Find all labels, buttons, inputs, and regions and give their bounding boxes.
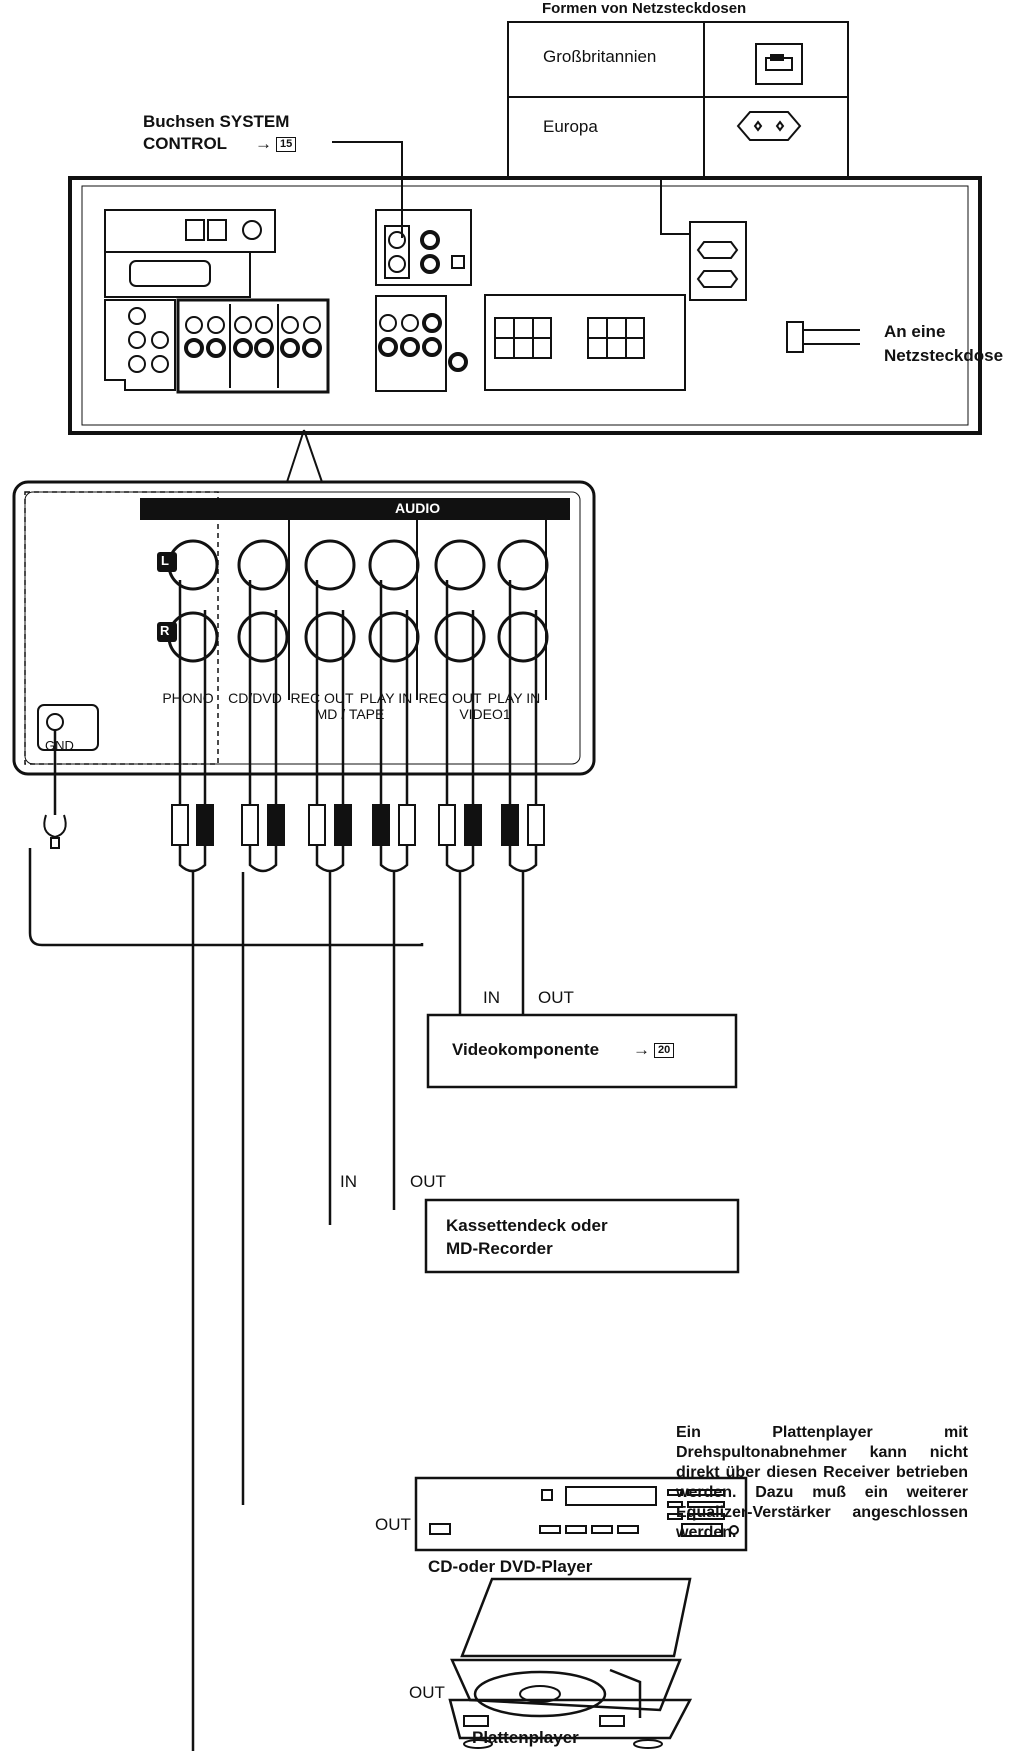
- gnd-label: GND: [45, 738, 74, 753]
- turntable-icon: [448, 1577, 693, 1749]
- jack-label-phono: PHONO: [162, 690, 214, 706]
- uk-plug-icon: [755, 43, 803, 85]
- jack-label-rec-out-1: REC OUT: [290, 690, 354, 706]
- zoomed-audio-panel: [12, 480, 596, 776]
- euro-plug-icon: [736, 111, 802, 141]
- channel-right: R: [160, 623, 170, 638]
- cd-player-name: CD-oder DVD-Player: [428, 1557, 593, 1576]
- mains-label-2: Netzsteckdose: [884, 346, 1004, 365]
- outlet-region-uk: Großbritannien: [543, 47, 657, 66]
- mains-label-1: An eine: [884, 322, 946, 341]
- turntable-note: Ein Plattenplayer mit Drehspultonabnehme…: [676, 1424, 968, 1541]
- euro-plug-icon: [696, 241, 739, 288]
- page-ref-20: 20: [654, 1043, 675, 1059]
- video-component-box: [426, 1013, 738, 1089]
- receiver-rear-panel: [68, 176, 982, 435]
- tape-in-label: IN: [340, 1172, 357, 1191]
- jack-label-md-tape: MD / TAPE: [315, 706, 385, 722]
- tape-name-2: MD-Recorder: [446, 1239, 553, 1258]
- outlet-table: [507, 21, 849, 178]
- jack-label-rec-out-2: REC OUT: [418, 690, 482, 706]
- tape-deck-box: [424, 1198, 740, 1274]
- turntable-out-label: OUT: [409, 1683, 445, 1702]
- channel-left: L: [161, 553, 169, 568]
- system-control-label-2: CONTROL→15: [143, 134, 297, 154]
- page-ref-15: 15: [276, 137, 297, 153]
- video-out-label: OUT: [538, 988, 574, 1007]
- video-component-name: Videokomponente→20: [452, 1040, 675, 1060]
- cables: [53, 580, 538, 815]
- outlet-region-europe: Europa: [543, 117, 598, 136]
- system-control-leader: [332, 141, 403, 238]
- cd-player-icon: [414, 1476, 748, 1552]
- jack-label-video1: VIDEO1: [459, 706, 511, 722]
- outlet-table-title: Formen von Netzsteckdosen: [542, 0, 747, 17]
- cd-out-label: OUT: [375, 1515, 411, 1534]
- tape-name-1: Kassettendeck oder: [446, 1216, 608, 1235]
- tape-out-label: OUT: [410, 1172, 446, 1191]
- system-control-label-1: Buchsen SYSTEM: [143, 112, 290, 131]
- audio-label: AUDIO: [395, 500, 441, 516]
- jack-label-play-in-1: PLAY IN: [359, 690, 413, 706]
- turntable-name: Plattenplayer: [472, 1728, 579, 1747]
- jack-label-play-in-2: PLAY IN: [487, 690, 541, 706]
- video-in-label: IN: [483, 988, 500, 1007]
- rca-plugs: [171, 804, 545, 846]
- jack-label-cd-dvd: CD/DVD: [228, 690, 282, 706]
